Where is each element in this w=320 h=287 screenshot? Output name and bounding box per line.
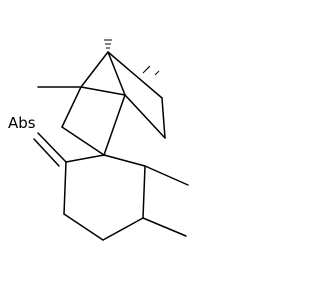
bond xyxy=(103,154,146,167)
bond xyxy=(107,51,126,96)
bond xyxy=(161,97,166,139)
structure-canvas: Abs xyxy=(6,39,189,241)
carbonyl-bond xyxy=(33,138,60,167)
oxygen-label-background xyxy=(6,112,44,132)
bond xyxy=(61,126,105,156)
hash-mark xyxy=(142,66,150,74)
stereo-hash-marks xyxy=(104,39,160,76)
bond xyxy=(107,51,163,99)
bond xyxy=(65,154,105,163)
bond xyxy=(63,161,67,215)
bond xyxy=(80,51,109,88)
bond xyxy=(142,165,146,219)
stereo-wedge xyxy=(102,153,107,157)
hash-mark xyxy=(154,70,160,76)
methyl-bond xyxy=(144,165,189,186)
bond xyxy=(80,86,126,96)
bond xyxy=(103,94,126,156)
bond xyxy=(124,94,166,139)
methyl-bond xyxy=(142,217,187,237)
bond-lines xyxy=(33,51,189,241)
bond xyxy=(61,86,82,128)
oxygen-label: Abs xyxy=(8,114,36,132)
bond xyxy=(63,213,104,241)
carbonyl-bond xyxy=(37,132,67,163)
chemical-structure-diagram: Abs xyxy=(6,39,189,241)
bond xyxy=(102,217,144,241)
